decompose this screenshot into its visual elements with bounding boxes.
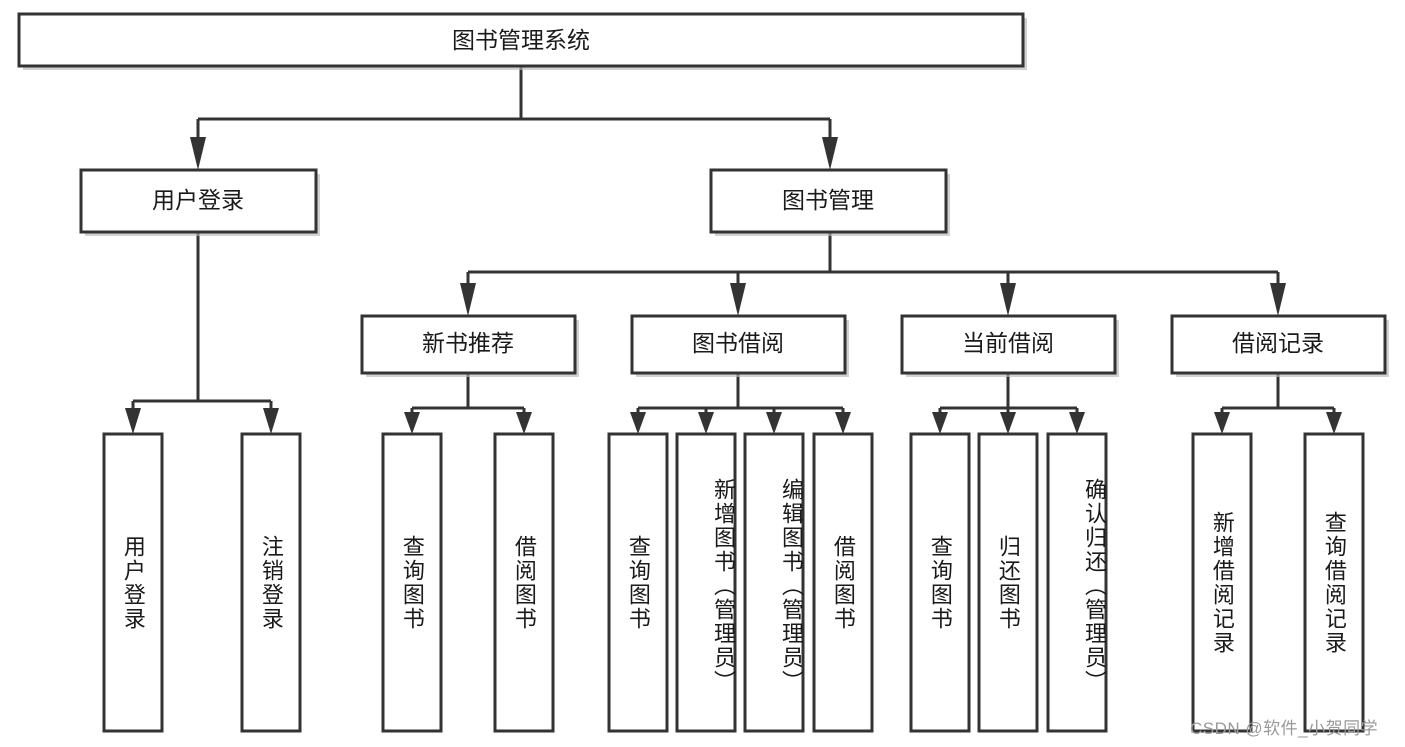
arrow-bookmgmt-to-newbook [460, 283, 476, 316]
node-layer: 图书管理系统 用户登录 图书管理 新书推荐 图书借阅 当前借阅 借阅记录 [17, 12, 1389, 733]
node-root-label: 图书管理系统 [452, 27, 590, 53]
leaf-borrow-2[interactable] [675, 432, 737, 733]
arrow-newbook-leaf-2 [516, 412, 532, 434]
node-book-borrow[interactable] [630, 314, 847, 375]
arrow-borrow-leaf-4 [835, 412, 851, 434]
connector-layer [125, 67, 1342, 434]
arrow-newbook-leaf-1 [404, 412, 420, 434]
node-book-management[interactable] [709, 168, 948, 234]
csdn-watermark: CSDN @软件_小贺同学 [1190, 719, 1379, 738]
leaf-user-login-1[interactable] [102, 432, 164, 733]
leaf-records-2[interactable] [1303, 432, 1365, 733]
arrow-records-leaf-2 [1326, 412, 1342, 434]
leaf-new-book-2[interactable] [493, 432, 555, 733]
leaf-borrow-4[interactable] [812, 432, 874, 733]
leaf-records-1[interactable] [1191, 432, 1253, 733]
arrow-bookmgmt-to-current [1000, 283, 1016, 316]
leaf-current-3[interactable] [1046, 432, 1108, 733]
leaf-current-1[interactable] [909, 432, 971, 733]
node-borrow-records-label: 借阅记录 [1232, 330, 1324, 356]
arrow-borrow-leaf-3 [766, 412, 782, 434]
arrow-current-leaf-2 [1000, 412, 1016, 434]
node-book-management-label: 图书管理 [782, 187, 874, 213]
node-user-login[interactable] [79, 168, 318, 234]
arrow-bookmgmt-to-records [1270, 283, 1286, 316]
leaf-current-2[interactable] [977, 432, 1039, 733]
arrow-borrow-leaf-2 [698, 412, 714, 434]
leaf-borrow-3[interactable] [743, 432, 805, 733]
node-current-borrow-label: 当前借阅 [962, 330, 1054, 356]
arrow-current-leaf-1 [932, 412, 948, 434]
node-new-book-recommend-label: 新书推荐 [422, 330, 514, 356]
arrow-borrow-leaf-1 [630, 412, 646, 434]
node-root[interactable] [17, 12, 1025, 68]
arrow-current-leaf-3 [1069, 412, 1085, 434]
arrow-userlogin-child-2 [263, 408, 279, 434]
node-current-borrow[interactable] [900, 314, 1117, 375]
node-user-login-label: 用户登录 [152, 187, 244, 213]
leaf-user-login-2[interactable] [240, 432, 302, 733]
arrow-userlogin-child-1 [125, 408, 141, 434]
leaf-borrow-1[interactable] [607, 432, 669, 733]
node-new-book-recommend[interactable] [360, 314, 577, 375]
arrow-bookmgmt-to-borrow [730, 283, 746, 316]
arrow-root-to-userlogin [190, 137, 206, 170]
leaf-new-book-1[interactable] [381, 432, 443, 733]
arrow-root-to-bookmgmt [822, 137, 838, 170]
node-borrow-records[interactable] [1170, 314, 1387, 375]
node-book-borrow-label: 图书借阅 [692, 330, 784, 356]
arrow-records-leaf-1 [1214, 412, 1230, 434]
